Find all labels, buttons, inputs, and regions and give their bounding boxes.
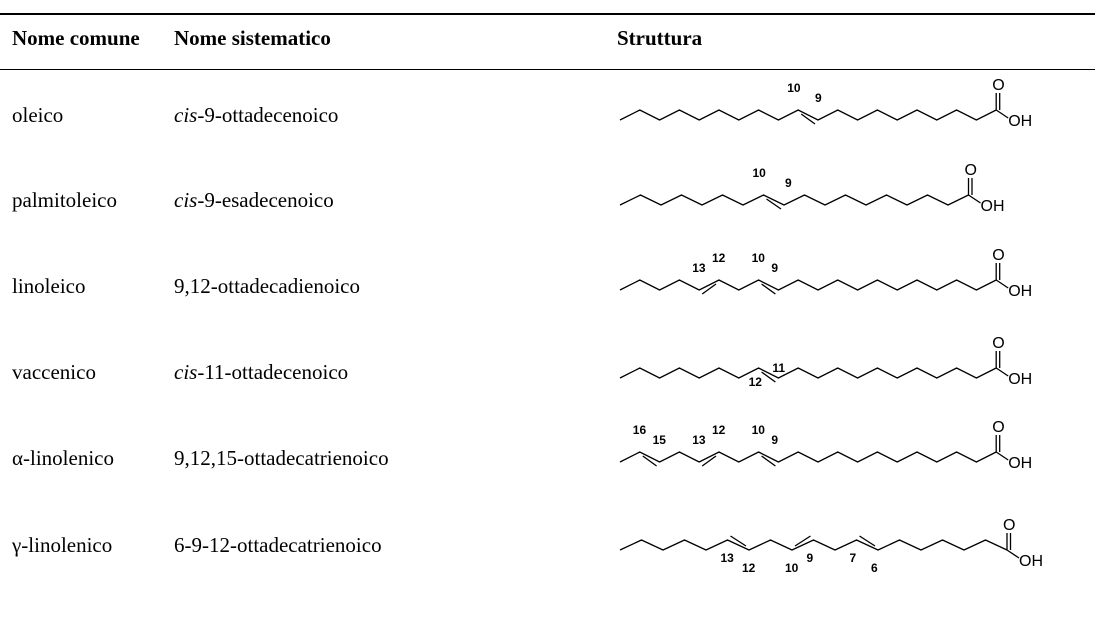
double-bond-palmitoleic	[766, 198, 782, 210]
carbon-chain-palmitoleic	[619, 194, 969, 206]
header-structure: Struttura	[617, 26, 703, 50]
structure-alpha-linolenic-acid: O OH 16 15 13 12 10 9	[619, 419, 1032, 472]
oxygen-atom-label: O	[965, 162, 977, 179]
double-bond-vaccenic	[761, 371, 776, 383]
double-bond-gamma-linolenic	[794, 535, 811, 547]
table-header-rule	[0, 69, 1095, 71]
hydroxyl-label: OH	[1008, 113, 1032, 130]
carbon-number-label: 6	[871, 561, 878, 575]
hydroxyl-bond	[1006, 549, 1020, 559]
carbon-number-label: 10	[752, 423, 766, 437]
hydroxyl-label: OH	[1008, 283, 1032, 300]
carbon-number-label: 13	[721, 551, 735, 565]
oxygen-atom-label: O	[1003, 517, 1015, 534]
carbon-number-label: 15	[653, 433, 667, 447]
carbon-number-label: 12	[712, 423, 726, 437]
structure-linoleic-acid: O OH 13 12 10 9	[619, 247, 1032, 300]
oxygen-atom-label: O	[992, 247, 1004, 264]
hydroxyl-label: OH	[1019, 553, 1043, 570]
systematic-name-vaccenico: cis-11-ottadecenoico	[174, 360, 349, 384]
structure-oleic-acid: O OH 10 9	[619, 77, 1032, 130]
carbon-number-label: 9	[815, 91, 822, 105]
systematic-name-oleico: cis-9-ottadecenoico	[174, 103, 339, 127]
carbon-number-label: 11	[772, 361, 785, 375]
structure-vaccenic-acid: O OH 11 12	[619, 335, 1032, 389]
hydroxyl-label: OH	[1008, 371, 1032, 388]
carbon-number-label: 9	[771, 261, 778, 275]
systematic-name-alpha-linolenico: 9,12,15-ottadecatrienoico	[174, 446, 389, 470]
carbon-number-label: 9	[771, 433, 778, 447]
common-name-alpha-linolenico: α-linolenico	[12, 446, 114, 470]
header-common-name: Nome comune	[12, 26, 140, 50]
double-bond-alpha-linolenic	[701, 455, 717, 467]
carbon-number-label: 10	[787, 81, 801, 95]
carbon-number-label: 7	[850, 551, 857, 565]
carbon-chain-oleic	[619, 109, 997, 121]
common-name-oleico: oleico	[12, 103, 64, 127]
oxygen-atom-label: O	[992, 77, 1004, 94]
carbon-number-label: 13	[692, 261, 706, 275]
double-bond-alpha-linolenic	[761, 455, 776, 467]
double-bond-gamma-linolenic	[730, 535, 747, 547]
structure-gamma-linolenic-acid: O OH 13 12 10 9 76	[619, 517, 1043, 575]
carbon-number-label: 10	[753, 166, 767, 180]
table-top-rule	[0, 13, 1095, 15]
systematic-name-palmitoleico: cis-9-esadecenoico	[174, 188, 334, 212]
hydroxyl-bond	[995, 451, 1009, 461]
systematic-name-linoleico: 9,12-ottadecadienoico	[174, 274, 361, 298]
carbon-chain-gamma-linolenic	[619, 539, 1008, 551]
oxygen-atom-label: O	[992, 335, 1004, 352]
header-systematic-name: Nome sistematico	[174, 26, 331, 50]
hydroxyl-bond	[995, 279, 1009, 289]
carbon-number-label: 9	[807, 551, 814, 565]
oxygen-atom-label: O	[992, 419, 1004, 436]
hydroxyl-label: OH	[981, 198, 1005, 215]
carbon-number-label: 13	[692, 433, 706, 447]
double-bond-oleic	[800, 113, 816, 125]
double-bond-linoleic	[701, 283, 717, 295]
double-bond-linoleic	[761, 283, 776, 295]
common-name-gamma-linolenico: γ-linolenico	[12, 533, 113, 557]
carbon-number-label: 12	[749, 375, 763, 389]
carbon-number-label: 12	[712, 251, 726, 265]
structure-palmitoleic-acid: O OH 10 9	[619, 162, 1005, 215]
hydroxyl-bond	[968, 194, 981, 204]
systematic-name-gamma-linolenico: 6-9-12-ottadecatrienoico	[174, 533, 382, 557]
hydroxyl-bond	[995, 367, 1009, 377]
double-bond-alpha-linolenic	[642, 455, 657, 467]
carbon-chain-vaccenic	[619, 367, 997, 379]
carbon-number-label: 10	[752, 251, 766, 265]
carbon-number-label: 16	[633, 423, 647, 437]
common-name-palmitoleico: palmitoleico	[12, 188, 117, 212]
carbon-number-label: 10	[785, 561, 799, 575]
carbon-number-label: 12	[742, 561, 756, 575]
carbon-chain-alpha-linolenic	[619, 451, 997, 463]
common-name-linoleico: linoleico	[12, 274, 86, 298]
carbon-number-label: 9	[785, 176, 792, 190]
double-bond-gamma-linolenic	[859, 535, 876, 547]
common-name-vaccenico: vaccenico	[12, 360, 96, 384]
carbon-chain-linoleic	[619, 279, 997, 291]
hydroxyl-bond	[995, 109, 1009, 119]
hydroxyl-label: OH	[1008, 455, 1032, 472]
